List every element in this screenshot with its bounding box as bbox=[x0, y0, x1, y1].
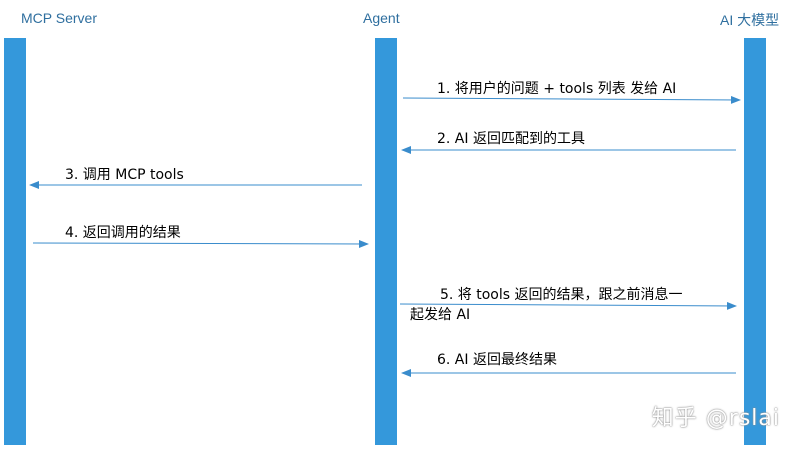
message-label-2: 2. AI 返回匹配到的工具 bbox=[437, 131, 585, 147]
actor-title-agent: Agent bbox=[363, 10, 400, 26]
actor-title-mcp-server: MCP Server bbox=[21, 10, 97, 26]
message-label-3: 3. 调用 MCP tools bbox=[65, 167, 184, 183]
message-label-6: 6. AI 返回最终结果 bbox=[437, 352, 557, 368]
arrow-message-4 bbox=[32, 239, 369, 248]
message-label-4: 4. 返回调用的结果 bbox=[65, 225, 181, 241]
arrow-message-1 bbox=[402, 95, 741, 104]
message-label-5-line-2: 起发给 AI bbox=[410, 307, 471, 323]
lifeline-mcp-server bbox=[4, 38, 26, 445]
actor-title-ai-model: AI 大模型 bbox=[720, 12, 780, 28]
arrow-message-5 bbox=[399, 301, 737, 310]
lifeline-agent bbox=[375, 38, 397, 445]
lifeline-ai-model bbox=[744, 38, 766, 445]
message-label-1: 1. 将用户的问题 + tools 列表 发给 AI bbox=[437, 81, 677, 97]
message-label-5-line-1: 5. 将 tools 返回的结果，跟之前消息一 bbox=[440, 287, 683, 303]
watermark: 知乎 @rslai bbox=[651, 406, 780, 431]
